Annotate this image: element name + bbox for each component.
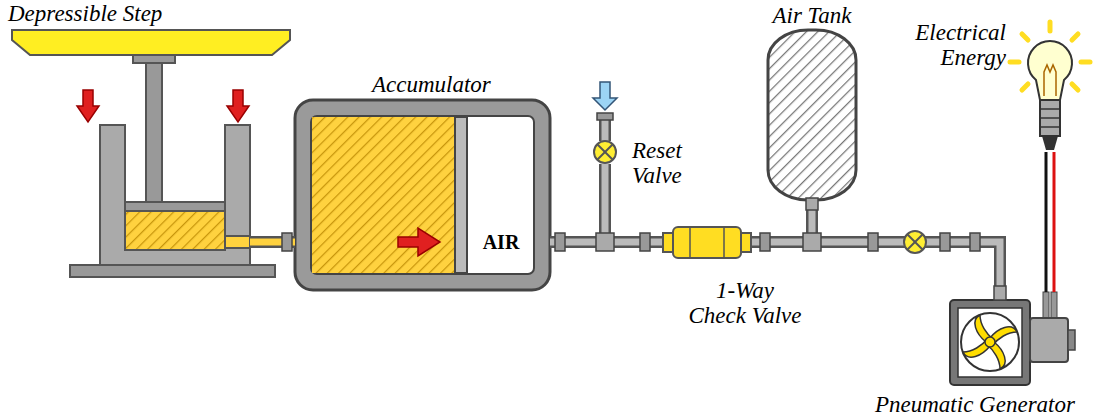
step-mechanism	[227, 90, 249, 122]
component-label: 1-Way Check Valve	[675, 278, 815, 328]
pipe-coupling	[282, 233, 980, 251]
air-tank-body	[768, 30, 856, 200]
valve-symbol	[907, 234, 923, 250]
generator-body	[1068, 330, 1075, 350]
component-label: Pneumatic Generator	[875, 392, 1075, 417]
generator-body	[985, 337, 995, 347]
light-bulb	[1040, 117, 1060, 119]
pipe-tee	[994, 286, 1006, 300]
generator-body	[1030, 318, 1068, 362]
light-bulb	[1072, 34, 1078, 40]
pipe-coupling	[282, 233, 292, 251]
check-valve-symbol	[723, 227, 725, 258]
valve-symbol	[597, 144, 613, 160]
component-label: Depressible Step	[8, 1, 162, 26]
valve-symbol	[904, 231, 926, 253]
pipe-wall	[550, 164, 605, 242]
step-mechanism	[125, 210, 225, 250]
accumulator-body	[295, 100, 550, 290]
reset-inlet	[593, 82, 617, 110]
pipe-coupling	[940, 233, 950, 251]
wire-strand	[1045, 152, 1048, 292]
pipe-coupling	[970, 233, 980, 251]
reset-inlet	[599, 118, 611, 141]
component-label: Air Tank	[762, 3, 862, 28]
pipe-tee	[596, 198, 1006, 300]
component-label: Electrical Energy	[906, 20, 1006, 70]
wire-strand	[1053, 152, 1056, 292]
light-bulb	[1042, 136, 1058, 150]
pipe-coupling	[760, 233, 770, 251]
step-mechanism	[146, 63, 162, 203]
step-mechanism	[225, 236, 250, 248]
step-mechanism	[77, 90, 99, 122]
valve-symbol	[594, 141, 616, 163]
step-component: Depressible Step	[100, 125, 250, 278]
reset-inlet	[597, 113, 613, 120]
light-bulb	[1081, 60, 1090, 65]
air-tank-body	[768, 30, 856, 200]
step-mechanism	[100, 125, 250, 265]
step-mechanism	[133, 55, 175, 63]
check-valve-symbol	[689, 227, 691, 258]
light-bulb	[1010, 60, 1019, 65]
valve-symbol	[597, 144, 613, 160]
light-bulb	[1072, 84, 1078, 90]
pipe-tee	[803, 233, 821, 251]
generator-component: Pneumatic Generator	[950, 292, 1075, 385]
step-mechanism	[125, 202, 225, 211]
bulb-component: Electrical Energy	[1028, 30, 1072, 152]
light-bulb	[1022, 84, 1028, 90]
light-bulb	[1048, 22, 1053, 31]
component-label: Reset Valve	[632, 138, 702, 188]
light-bulb	[1044, 65, 1056, 96]
generator-body	[950, 300, 1030, 385]
pipe	[550, 164, 605, 242]
air-tank-component: Air Tank	[768, 28, 856, 210]
light-bulb	[1010, 22, 1090, 150]
light-bulb	[1028, 41, 1072, 100]
accumulator-body	[295, 100, 550, 290]
generator-body	[950, 292, 1075, 385]
accumulator-body	[398, 228, 440, 256]
generator-body	[958, 308, 1022, 377]
pipe-coupling	[640, 233, 650, 251]
generator-body	[963, 315, 1017, 369]
valve-symbol	[907, 234, 923, 250]
accumulator-body	[312, 117, 455, 273]
light-bulb	[1040, 108, 1060, 110]
component-label: Accumulator	[372, 72, 491, 97]
step-mechanism	[12, 30, 290, 55]
check-valve-symbol	[673, 227, 741, 258]
accumulator-component: AccumulatorAIR	[295, 100, 550, 290]
accumulator-body	[311, 116, 534, 274]
pipe-bore	[550, 164, 605, 242]
generator-body	[961, 313, 1019, 371]
light-bulb	[1040, 100, 1060, 136]
light-bulb	[1040, 126, 1060, 128]
step-mechanism	[12, 30, 290, 277]
reset-inlet	[593, 82, 617, 141]
check-valve-symbol	[663, 227, 751, 258]
pipe-tee	[596, 233, 614, 251]
pipe-coupling	[868, 233, 878, 251]
accumulator-body	[455, 117, 467, 273]
light-bulb	[1022, 34, 1028, 40]
step-mechanism	[70, 265, 275, 277]
pipe-coupling	[555, 233, 565, 251]
chamber-label: AIR	[467, 230, 535, 254]
reset-valve-component: Reset Valve	[593, 140, 617, 164]
pipe-tee	[806, 198, 818, 210]
generator-body	[1043, 292, 1049, 319]
electric-wire	[1046, 152, 1054, 292]
reset-inlet	[602, 119, 609, 141]
generator-body	[1051, 292, 1057, 319]
check-valve-component: 1-Way Check Valve	[663, 227, 751, 258]
